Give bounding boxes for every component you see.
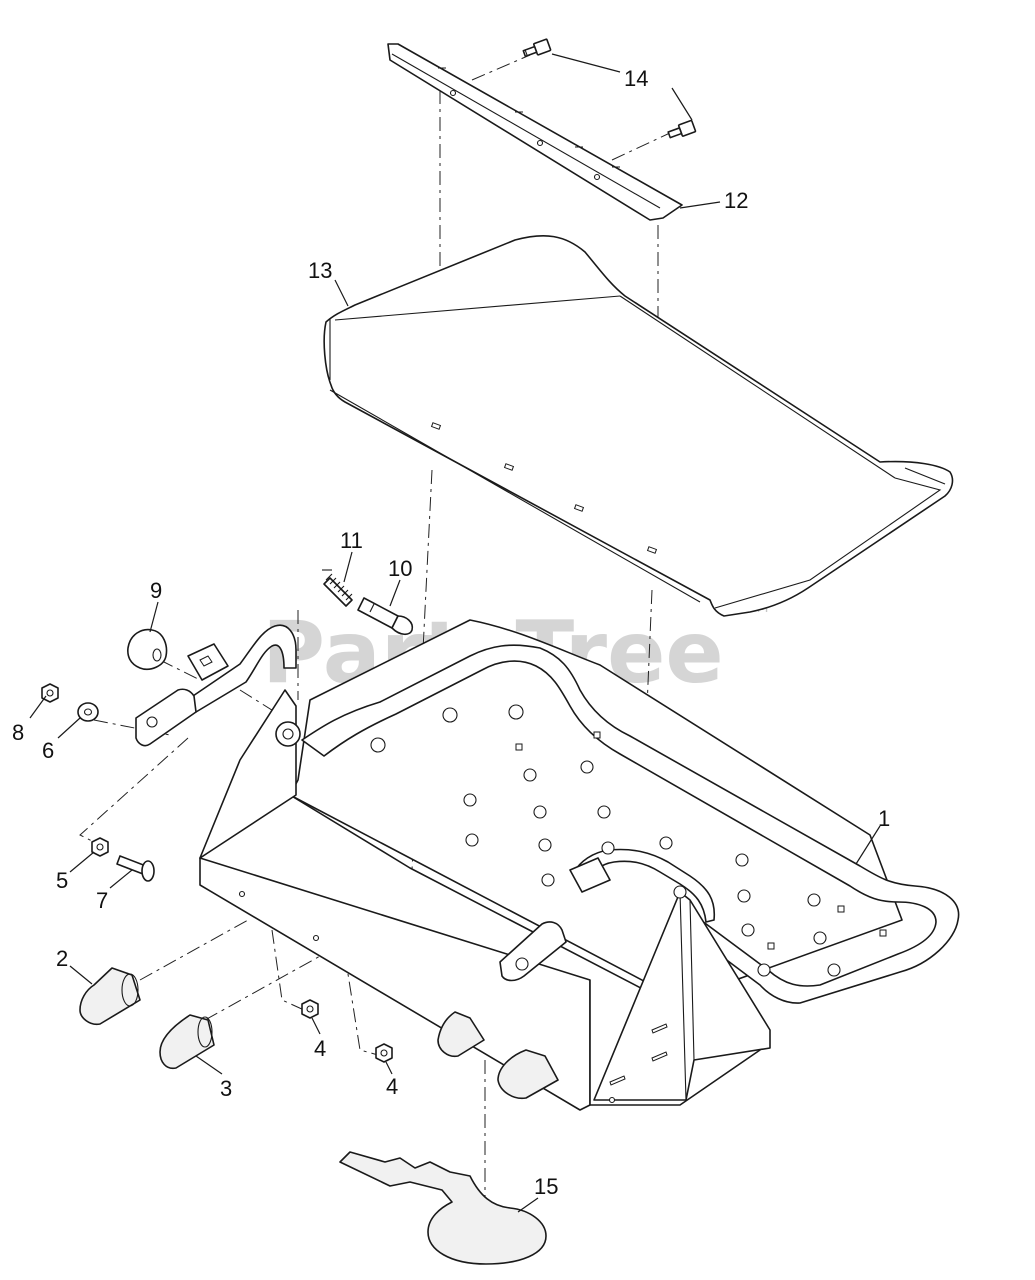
- leader-lines: [29, 53, 881, 1213]
- callout-13: 13: [308, 258, 332, 283]
- callout-10: 10: [388, 556, 412, 581]
- part-9-ball-knob: [127, 628, 168, 671]
- callout-4-left: 4: [314, 1036, 326, 1061]
- part-11-spring: [322, 569, 353, 607]
- callout-12: 12: [724, 188, 748, 213]
- part-13-foot-plate: [323, 234, 954, 617]
- part-12-rail-bracket: [387, 43, 683, 221]
- part-3-bumper: [159, 1014, 215, 1070]
- callout-7: 7: [96, 888, 108, 913]
- callout-6: 6: [42, 738, 54, 763]
- callout-8: 8: [12, 720, 24, 745]
- callout-1: 1: [878, 806, 890, 831]
- callout-4-right: 4: [386, 1074, 398, 1099]
- part-4-nuts: [301, 999, 393, 1063]
- callout-5: 5: [56, 868, 68, 893]
- part-1-frame-assembly: [135, 619, 960, 1111]
- callout-2: 2: [56, 946, 68, 971]
- part-10-pin: [357, 597, 414, 636]
- callout-15: 15: [534, 1174, 558, 1199]
- part-8-nut: [41, 683, 59, 703]
- part-5-nut: [91, 837, 109, 857]
- part-7-carriage-bolt: [116, 855, 155, 882]
- floor-holes: [370, 704, 887, 977]
- deck-bumpers: [437, 1011, 559, 1100]
- callout-9: 9: [150, 578, 162, 603]
- part-15-decal: [339, 1151, 547, 1265]
- callout-14: 14: [624, 66, 648, 91]
- callout-labels: 14 12 13 11 10 9 8 6 1 5 7 2 4 4 3 15: [12, 66, 890, 1199]
- part-14-bolts: [522, 38, 697, 139]
- part-2-bumper: [79, 967, 141, 1026]
- callout-11: 11: [340, 528, 363, 553]
- callout-3: 3: [220, 1076, 232, 1101]
- part-6-washer: [77, 702, 99, 722]
